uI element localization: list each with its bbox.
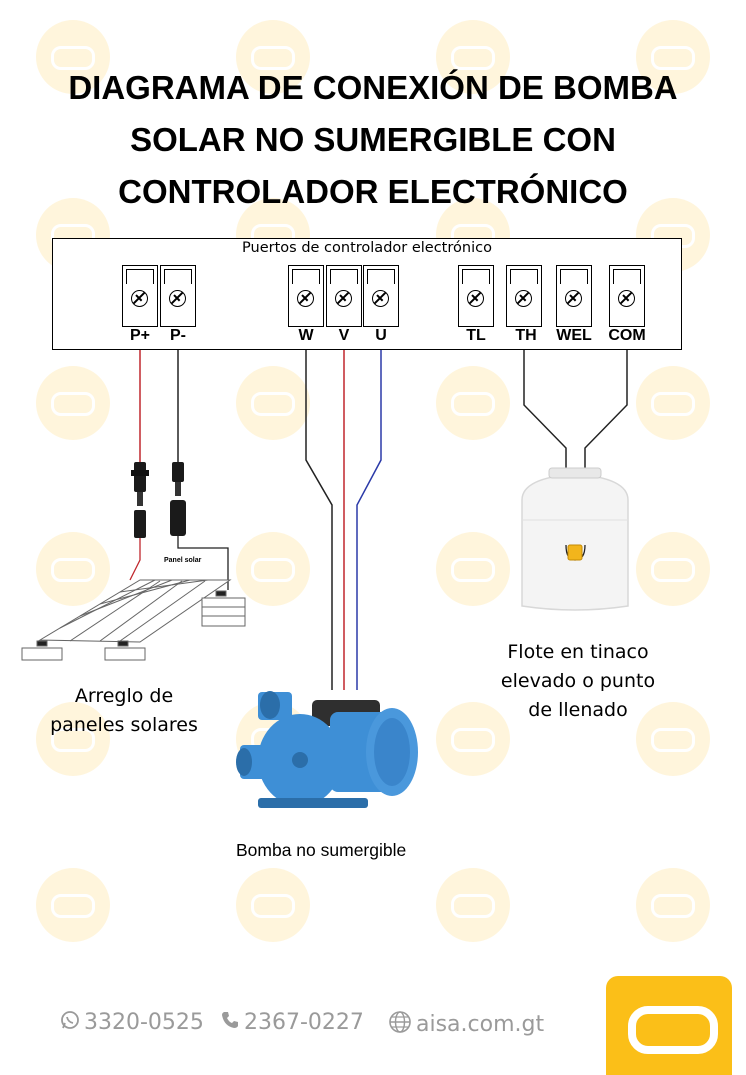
- whatsapp-number: 3320-0525: [84, 1010, 204, 1035]
- title-line-3: CONTROLADOR ELECTRÓNICO: [118, 173, 628, 210]
- solar-panel-array-icon: [21, 579, 246, 661]
- terminal-label: TL: [466, 327, 486, 344]
- panel-solar-label: Panel solar: [164, 557, 202, 564]
- terminal-p-plus: [122, 265, 158, 327]
- solar-caption-line-1: Arreglo de: [74, 685, 174, 707]
- terminal-label: WEL: [556, 327, 592, 344]
- terminal-label: P+: [129, 327, 150, 344]
- terminal-wel: [556, 265, 592, 327]
- pump-icon: [236, 691, 418, 808]
- company-logo: [606, 976, 732, 1075]
- terminal-label: COM: [608, 327, 646, 344]
- pump-caption: Bomba no sumergible: [236, 840, 407, 860]
- terminal-w: [288, 265, 324, 327]
- website-link[interactable]: aisa.com.gt: [416, 1012, 545, 1037]
- page-title: DIAGRAMA DE CONEXIÓN DE BOMBA SOLAR NO S…: [0, 62, 746, 218]
- footer-phone: 2367-0227: [220, 1010, 364, 1036]
- tank-caption: Flote en tinaco elevado o punto de llena…: [488, 638, 668, 725]
- title-line-1: DIAGRAMA DE CONEXIÓN DE BOMBA: [68, 69, 678, 106]
- terminal-th: [506, 265, 542, 327]
- screw-icon: [297, 290, 314, 307]
- water-tank-icon: [521, 467, 629, 611]
- tank-caption-line-1: Flote en tinaco: [507, 641, 649, 663]
- terminal-label: P-: [170, 327, 186, 344]
- terminal-p-minus: [160, 265, 196, 327]
- screw-icon: [372, 290, 389, 307]
- screw-icon: [131, 290, 148, 307]
- terminal-label: TH: [515, 327, 537, 344]
- footer-website[interactable]: aisa.com.gt: [388, 1010, 544, 1040]
- wire-u: [356, 350, 382, 690]
- whatsapp-icon: [60, 1010, 80, 1036]
- controller-title: Puertos de controlador electrónico: [242, 240, 492, 256]
- solar-caption-line-2: paneles solares: [50, 714, 198, 736]
- screw-icon: [618, 290, 635, 307]
- mc4-connector-icon: [131, 462, 186, 538]
- globe-icon: [388, 1010, 412, 1040]
- phone-number: 2367-0227: [244, 1010, 364, 1035]
- screw-icon: [335, 290, 352, 307]
- terminal-u: [363, 265, 399, 327]
- terminal-label: V: [338, 327, 350, 344]
- title-line-2: SOLAR NO SUMERGIBLE CON: [130, 121, 616, 158]
- footer-whatsapp: 3320-0525: [60, 1010, 204, 1036]
- wire-w: [305, 350, 333, 690]
- solar-array-caption: Arreglo de paneles solares: [34, 682, 214, 740]
- terminal-com: [609, 265, 645, 327]
- screw-icon: [515, 290, 532, 307]
- logo-ring-icon: [628, 1006, 718, 1054]
- tank-caption-line-2: elevado o punto: [500, 670, 656, 692]
- screw-icon: [565, 290, 582, 307]
- screw-icon: [169, 290, 186, 307]
- terminal-label: W: [298, 327, 314, 344]
- tank-caption-line-3: de llenado: [528, 699, 628, 721]
- terminal-label: U: [375, 327, 387, 344]
- terminal-v: [326, 265, 362, 327]
- terminal-tl: [458, 265, 494, 327]
- screw-icon: [467, 290, 484, 307]
- phone-icon: [220, 1010, 240, 1036]
